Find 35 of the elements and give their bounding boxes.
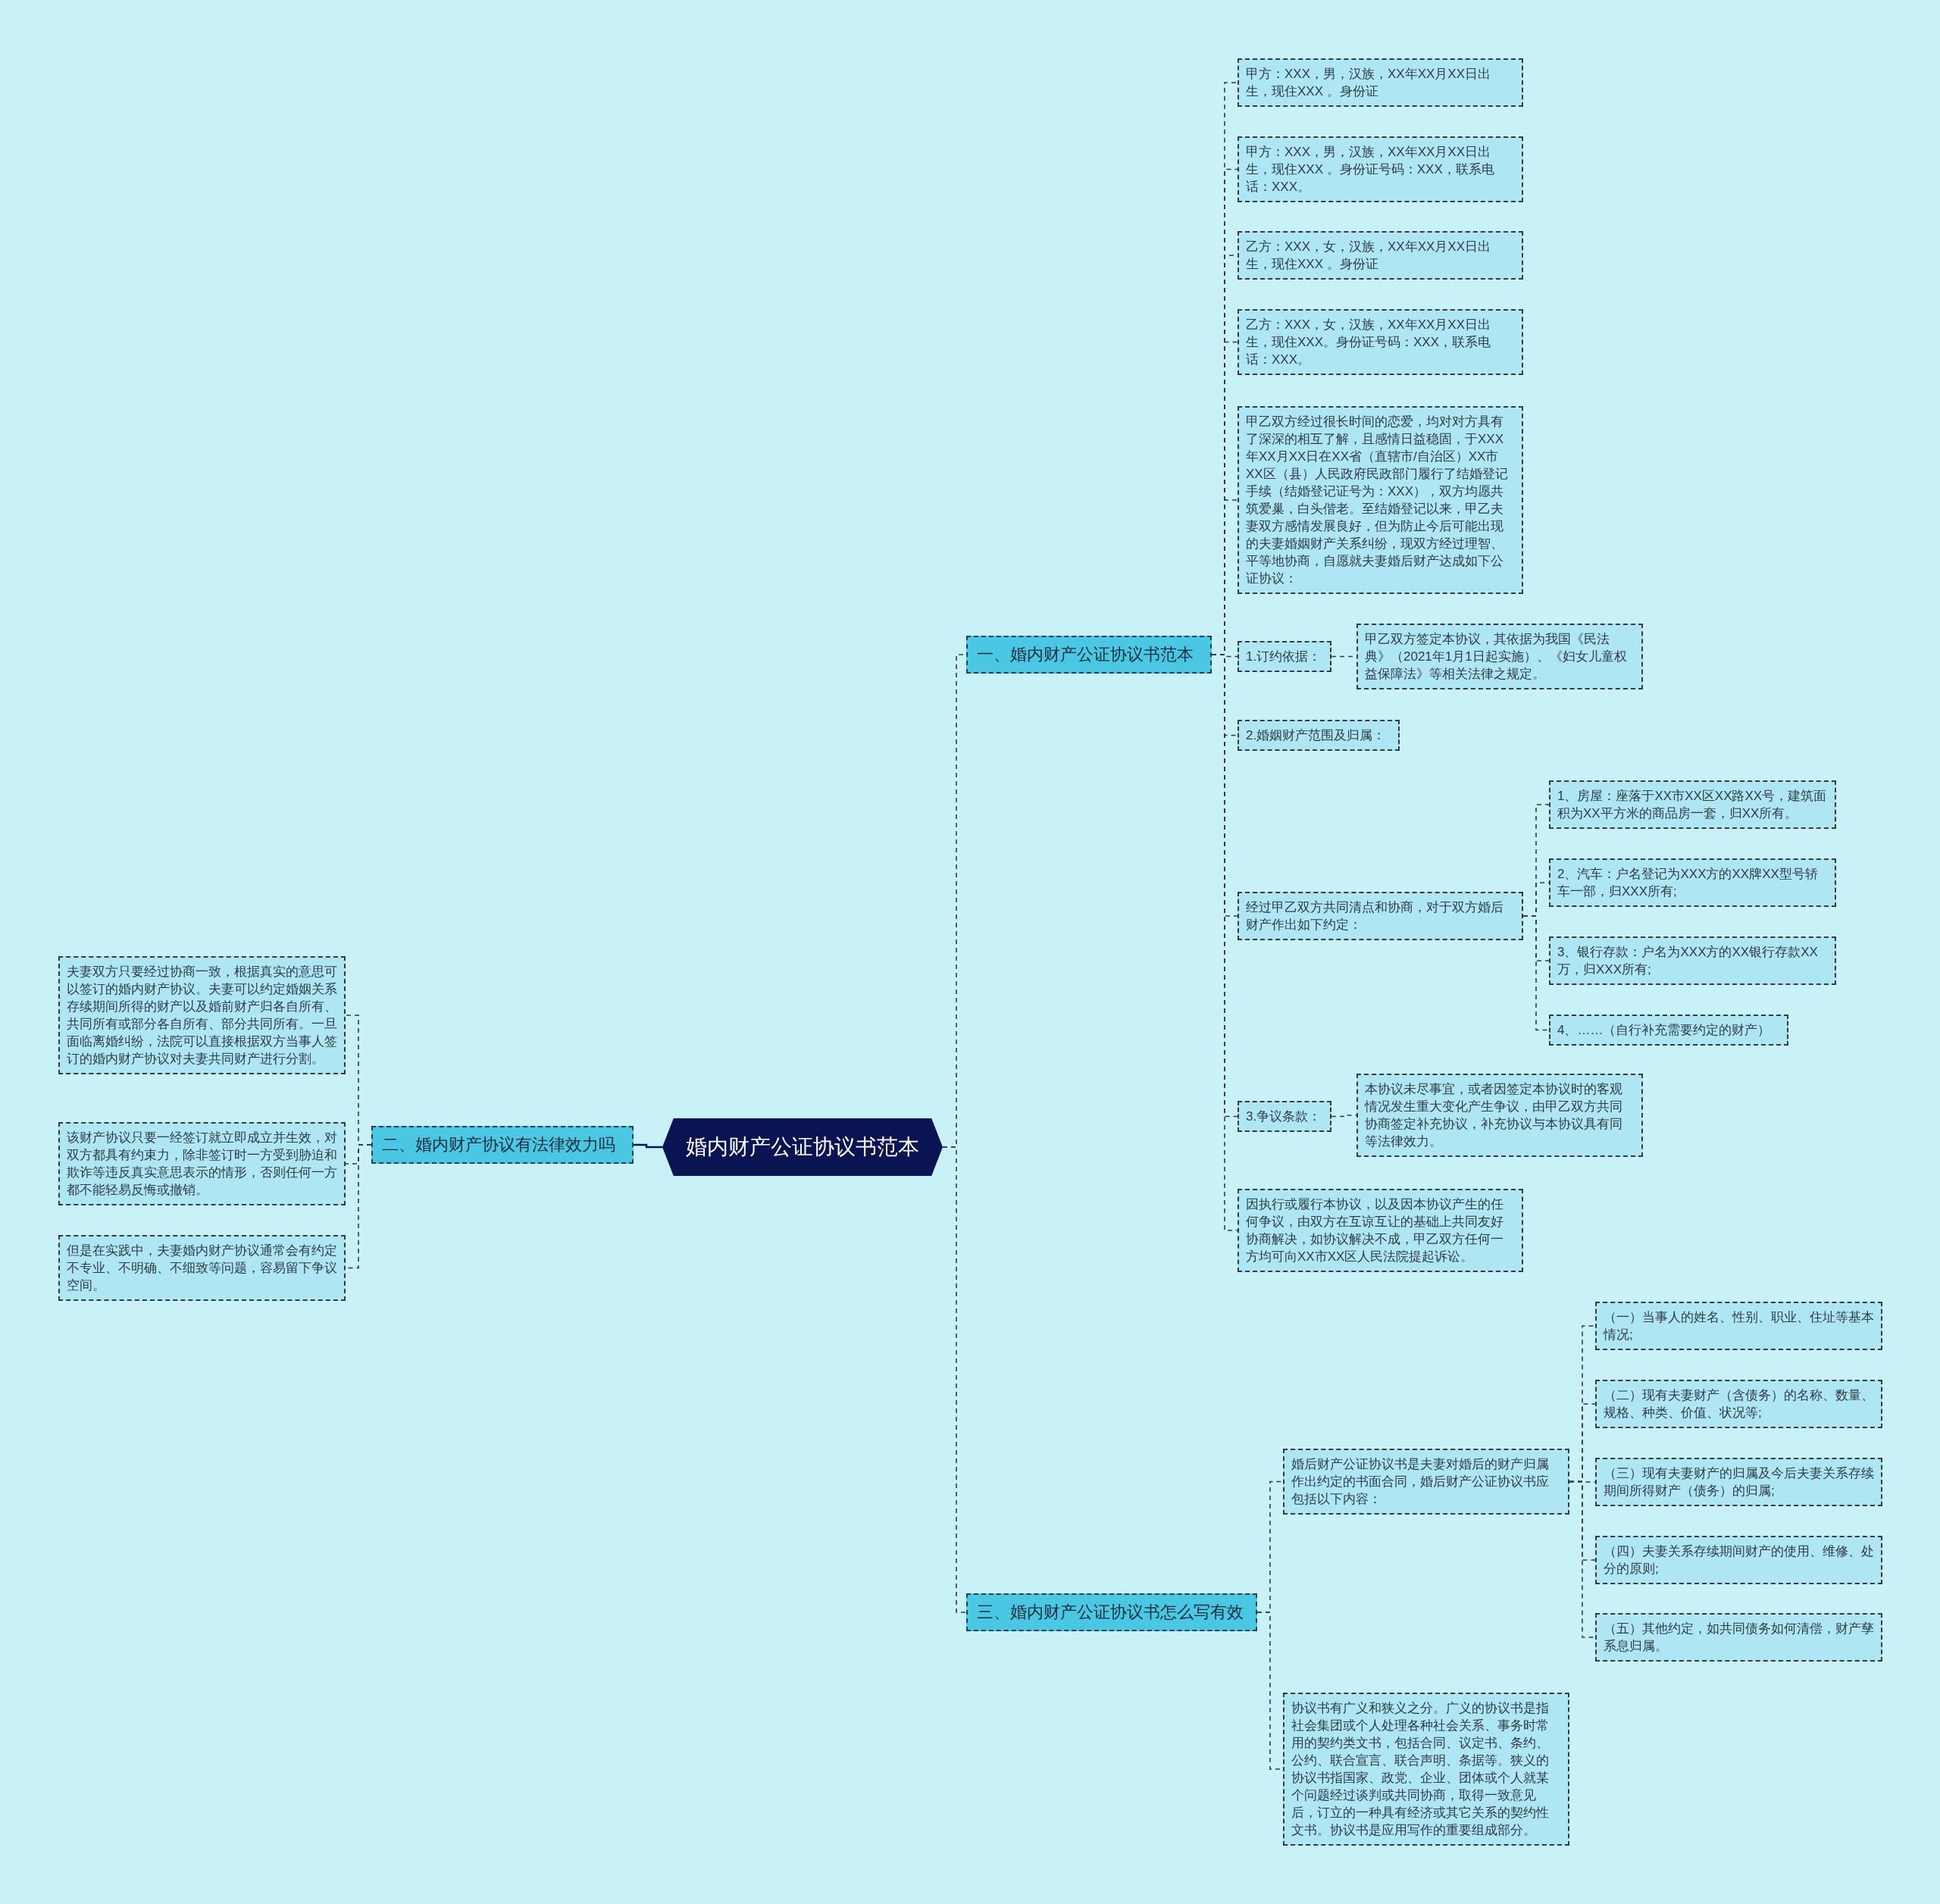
note-box: 3、银行存款：户名为XXX方的XX银行存款XX万，归XXX所有; [1549,936,1836,985]
note-box: （一）当事人的姓名、性别、职业、住址等基本情况; [1595,1302,1882,1350]
note-box: 婚后财产公证协议书是夫妻对婚后的财产归属作出约定的书面合同，婚后财产公证协议书应包括以下内容： [1283,1449,1569,1515]
note-box: 4、……（自行补充需要约定的财产） [1549,1015,1788,1046]
note-box: 甲方：XXX，男，汉族，XX年XX月XX日出生，现住XXX 。身份证号码：XXX，联系电话：XXX。 [1238,136,1523,202]
connector-line [634,1143,662,1149]
note-box: 甲方：XXX，男，汉族，XX年XX月XX日出生，现住XXX 。身份证 [1238,58,1523,107]
note-box: 夫妻双方只要经过协商一致，根据真实的意思可以签订的婚内财产协议。夫妻可以约定婚姻关系存续期间所得的财产以及婚前财产归各自所有、共同所有或部分各自所有、部分共同所有。一旦面临离婚纠纷，法院可以直接根据双方当事人签订的婚内财产协议对夫妻共同财产进行分割。 [58,956,346,1074]
connector-line [942,1146,967,1613]
note-box: 协议书有广义和狭义之分。广义的协议书是指社会集团或个人处理各种社会关系、事务时常用的契约类文书，包括合同、议定书、条约、公约、联合宣言、联合声明、条据等。狭义的协议书指国家、政党、企业、团体或个人就某个问题经过谈判或共同协商，取得一致意见后，订立的一种具有经济或其它关系的契约性文书。协议书是应用写作的重要组成部分。 [1283,1693,1569,1846]
note-box: （四）夫妻关系存续期间财产的使用、维修、处分的原则; [1595,1536,1882,1584]
note-box: 甲乙双方经过很长时间的恋爱，均对对方具有了深深的相互了解，且感情日益稳固，于XXX年XX月XX日在XX省（直辖市/自治区）XX市XX区（县）人民政府民政部门履行了结婚登记手续（结婚登记证号为：XXX），双方均愿共筑爱巢，白头偕老。至结婚登记以来，甲乙夫妻双方感情发展良好，但为防止今后可能出现的夫妻婚姻财产关系纠纷，现双方经过理智、平等地协商，自愿就夫妻婚后财产达成如下公证协议： [1238,406,1523,594]
connector-line [1569,1480,1596,1638]
note-box: 2、汽车：户名登记为XXX方的XX牌XX型号轿车一部，归XXX所有; [1549,858,1836,907]
note-box: （二）现有夫妻财产（含债务）的名称、数量、规格、种类、价值、状况等; [1595,1380,1882,1428]
note-box: 甲乙双方签定本协议，其依据为我国《民法典》（2021年1月1日起实施）、《妇女儿童权益保障法》等相关法律之规定。 [1356,624,1643,689]
note-box: 但是在实践中，夫妻婚内财产协议通常会有约定不专业、不明确、不细致等问题，容易留下争议空间。 [58,1235,346,1301]
note-box: 经过甲乙双方共同清点和协商，对于双方婚后财产作出如下约定： [1238,892,1523,940]
note-box: （三）现有夫妻财产的归属及今后夫妻关系存续期间所得财产（债务）的归属; [1595,1458,1882,1506]
topic-box: 二、婚内财产协议有法律效力吗 [371,1126,634,1164]
note-box: 乙方：XXX，女，汉族，XX年XX月XX日出生，现住XXX 。身份证 [1238,231,1523,280]
topic-box: 一、婚内财产公证协议书范本 [966,636,1212,674]
topic-box: 三、婚内财产公证协议书怎么写有效 [966,1593,1257,1631]
note-box: 1.订约依据： [1238,641,1331,672]
note-box: 乙方：XXX，女，汉族，XX年XX月XX日出生，现住XXX。身份证号码：XXX，联系电话：XXX。 [1238,309,1523,375]
hexagon-node: 婚内财产公证协议书范本 [662,1118,943,1176]
note-box: 3.争议条款： [1238,1101,1331,1132]
note-box: 该财产协议只要一经签订就立即成立并生效，对双方都具有约束力，除非签订时一方受到胁迫和欺诈等违反真实意思表示的情形，否则任何一方都不能轻易反悔或撤销。 [58,1122,346,1205]
note-box: 因执行或履行本协议，以及因本协议产生的任何争议，由双方在互谅互让的基础上共同友好协商解决，如协议解决不成，甲乙双方任何一方均可向XX市XX区人民法院提起诉讼。 [1238,1189,1523,1272]
note-box: 2.婚姻财产范围及归属： [1238,720,1400,751]
note-box: 1、房屋：座落于XX市XX区XX路XX号，建筑面积为XX平方米的商品房一套，归XX所有。 [1549,780,1836,829]
note-box: 本协议未尽事宜，或者因签定本协议时的客观情况发生重大变化产生争议，由甲乙双方共同协商签定补充协议，补充协议与本协议具有同等法律效力。 [1356,1074,1643,1157]
note-box: （五）其他约定，如共同债务如何清偿，财产孳系息归属。 [1595,1613,1882,1662]
connector-line [1331,1115,1357,1118]
connector-line [1522,915,1550,1031]
